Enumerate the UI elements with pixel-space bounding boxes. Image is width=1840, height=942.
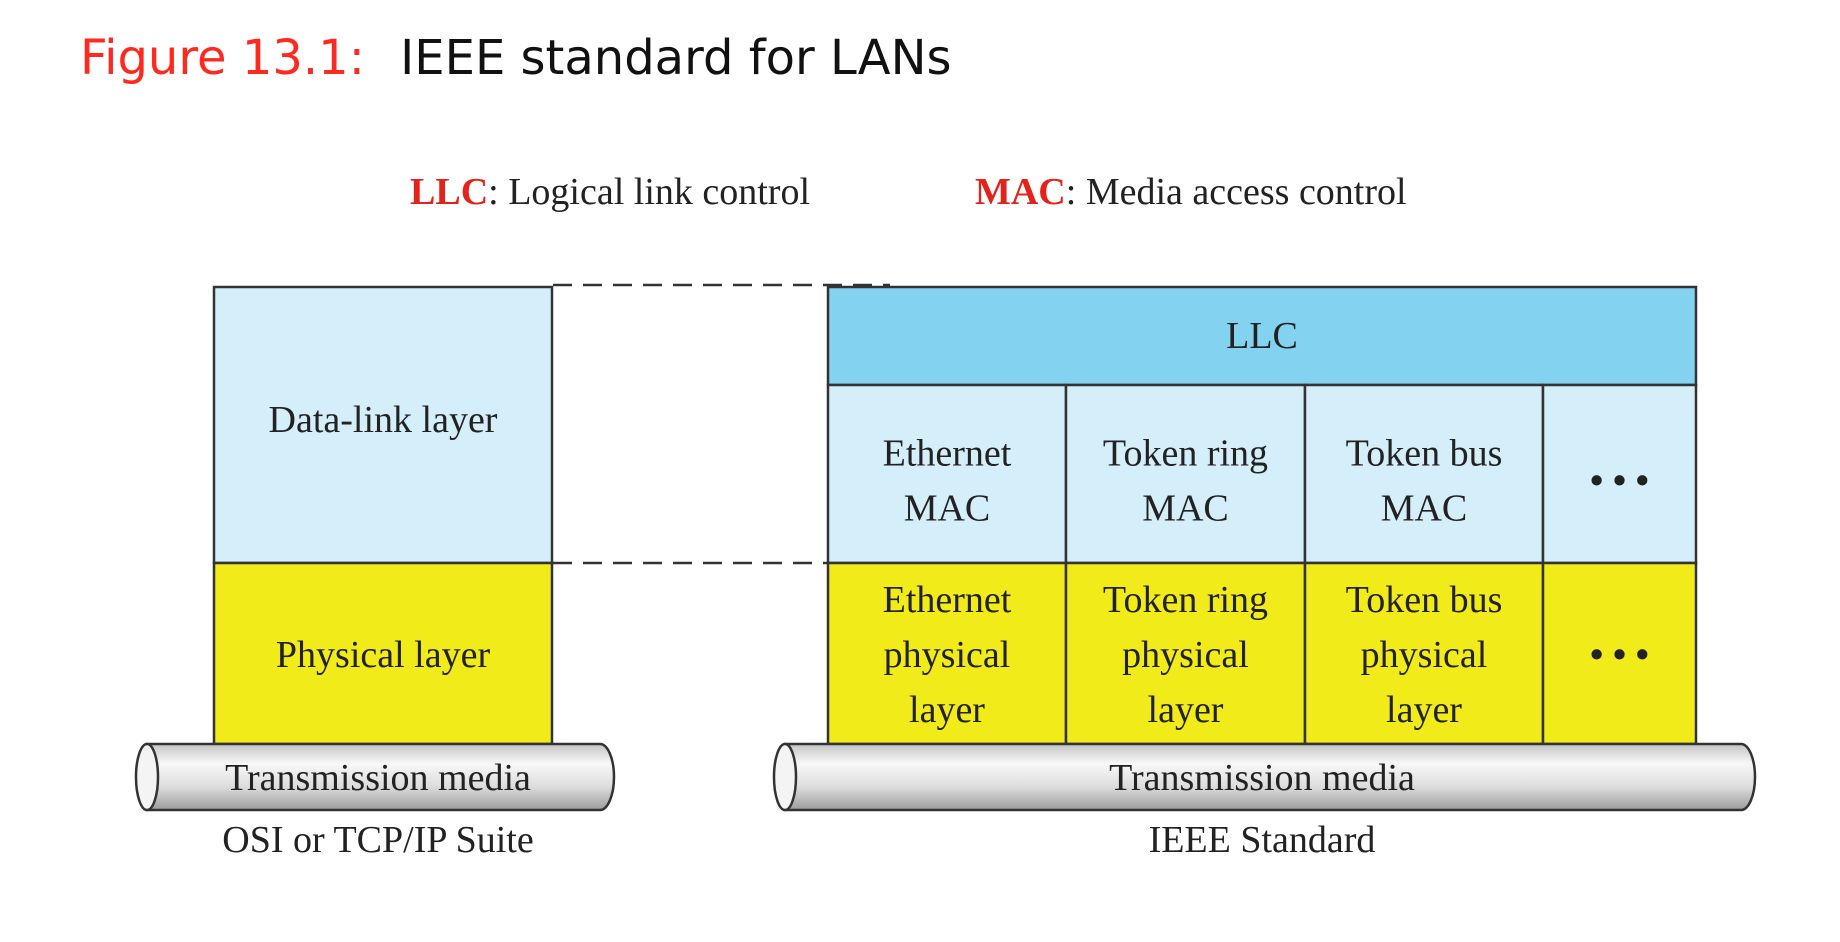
token-ring-physical-label-line: physical [1122, 634, 1249, 676]
legend-llc-abbr: LLC [410, 171, 488, 213]
token-bus-physical-box [1303, 561, 1545, 746]
media-cylinder-end [772, 742, 798, 812]
more-mac-label-line: • • • [1590, 460, 1649, 502]
ethernet-physical-label: Ethernet physical layer [883, 579, 1012, 731]
more-physical-box [1541, 561, 1698, 746]
osi-stack: Data-link layer Physical layer [212, 285, 554, 746]
legend-mac-abbr: MAC [975, 171, 1066, 213]
legend-llc-desc: : Logical link control [488, 171, 810, 213]
llc-box [826, 285, 1698, 387]
physical-layer-box [212, 561, 554, 746]
ethernet-physical-label-line: Ethernet [883, 579, 1012, 621]
token-ring-physical-box [1064, 561, 1307, 746]
token-bus-mac-box [1303, 383, 1545, 565]
media-cylinder-body [783, 742, 1757, 812]
token-bus-mac-label-line: Token bus [1346, 433, 1503, 475]
ieee-media-label: Transmission media [1109, 757, 1415, 799]
data-link-layer-label: Data-link layer [269, 399, 498, 441]
ethernet-physical-label-line: physical [884, 634, 1011, 676]
ethernet-mac-label-line: MAC [904, 488, 991, 530]
llc-label: LLC [1226, 315, 1298, 357]
osi-media-label: Transmission media [225, 757, 531, 799]
osi-transmission-media: Transmission media [134, 742, 616, 812]
media-cylinder-body [145, 742, 616, 812]
legend-llc: LLC: Logical link control [410, 171, 810, 213]
media-cylinder-end [134, 742, 160, 812]
figure-caption: IEEE standard for LANs [400, 30, 951, 86]
more-mac-box [1541, 383, 1698, 565]
token-bus-physical-label: Token bus physical layer [1346, 579, 1503, 731]
ethernet-mac-label-line: Ethernet [883, 433, 1012, 475]
token-ring-physical-label-line: layer [1148, 689, 1224, 731]
ethernet-physical-label-line: layer [909, 689, 985, 731]
ieee-caption: IEEE Standard [1149, 819, 1376, 861]
token-ring-physical-label: Token ring physical layer [1103, 579, 1268, 731]
ieee-transmission-media: Transmission media [772, 742, 1757, 812]
token-ring-physical-label-line: Token ring [1103, 579, 1268, 621]
figure-label: Figure 13.1: [80, 30, 365, 86]
token-bus-physical-label-line: layer [1386, 689, 1462, 731]
more-physical-label-line: • • • [1590, 634, 1649, 676]
more-physical-label: • • • [1590, 634, 1649, 676]
token-ring-mac-box [1064, 383, 1307, 565]
ethernet-physical-box [826, 561, 1068, 746]
legend-mac-desc: : Media access control [1066, 171, 1407, 213]
physical-row: Ethernet physical layer Token ring physical l… [826, 561, 1698, 746]
legend-mac: MAC: Media access control [975, 171, 1407, 213]
figure-title: Figure 13.1: IEEE standard for LANs [80, 30, 952, 86]
ethernet-mac-box [826, 383, 1068, 565]
physical-layer-label: Physical layer [276, 634, 491, 676]
token-ring-mac-label-line: Token ring [1103, 433, 1268, 475]
token-bus-physical-label-line: physical [1361, 634, 1488, 676]
osi-caption: OSI or TCP/IP Suite [222, 819, 533, 861]
token-ring-mac-label-line: MAC [1142, 488, 1229, 530]
more-mac-label: • • • [1590, 460, 1649, 502]
data-link-layer-box [212, 285, 554, 565]
token-bus-mac-label-line: MAC [1381, 488, 1468, 530]
token-bus-physical-label-line: Token bus [1346, 579, 1503, 621]
